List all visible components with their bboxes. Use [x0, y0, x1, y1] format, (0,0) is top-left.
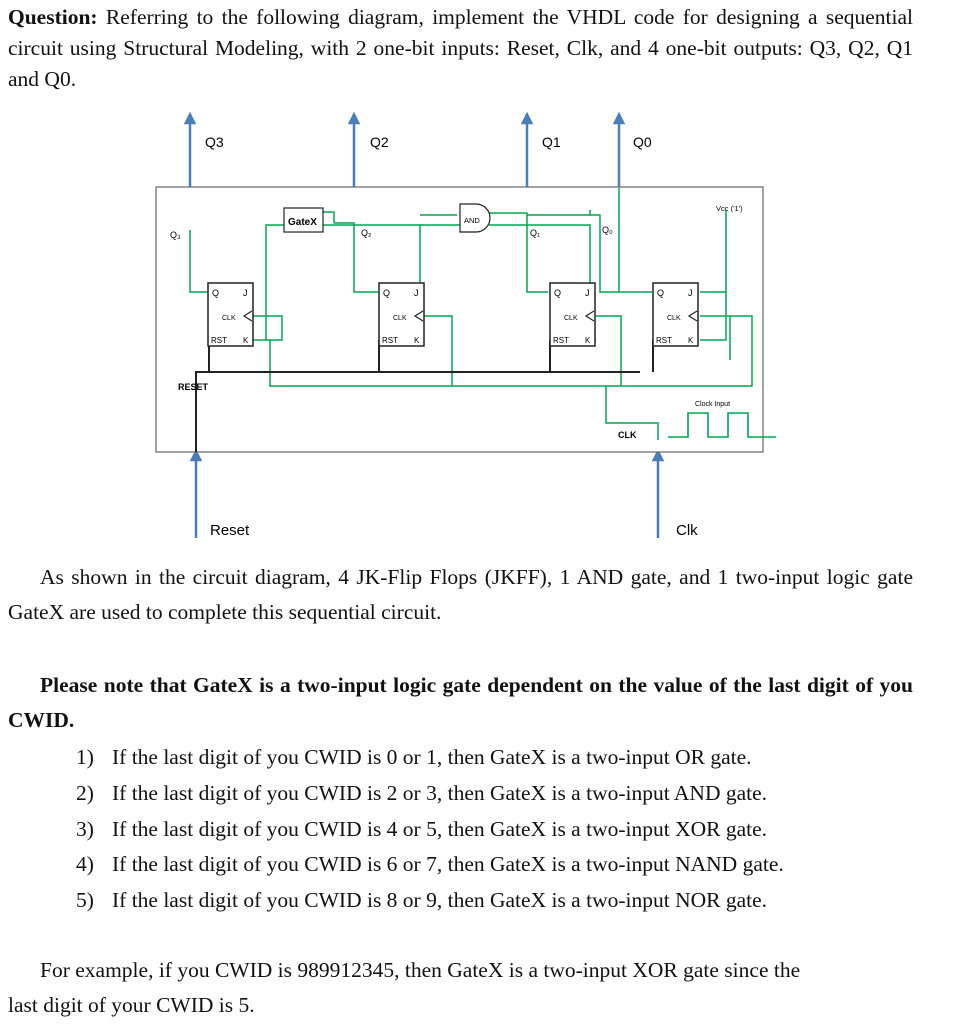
- svg-text:AND: AND: [464, 216, 480, 225]
- output-label-q3: Q3: [205, 134, 224, 150]
- vcc-label: Vcc ('1'): [716, 204, 743, 213]
- inner-label-q0: Q₀: [602, 225, 613, 235]
- output-arrows: [183, 111, 665, 538]
- circuit-diagram: Q3 Q2 Q1 Q0 Reset Clk: [155, 111, 776, 539]
- svg-text:K: K: [585, 336, 591, 345]
- jk-flipflop-0: Q J CLK RST K: [652, 282, 699, 347]
- output-label-q2: Q2: [370, 134, 389, 150]
- list-item: 1)If the last digit of you CWID is 0 or …: [76, 745, 752, 769]
- input-label-clk: Clk: [676, 522, 698, 539]
- svg-text:CLK: CLK: [222, 315, 236, 322]
- inner-clk-label: CLK: [618, 430, 637, 440]
- svg-text:RST: RST: [211, 336, 227, 345]
- list-item: 3)If the last digit of you CWID is 4 or …: [76, 816, 768, 841]
- jk-flipflop-3: Q J CLK RST K: [207, 282, 254, 347]
- svg-text:J: J: [243, 288, 248, 298]
- note-paragraph: Please note that GateX is a two-input lo…: [8, 673, 913, 732]
- inner-label-q1: Q₁: [530, 228, 540, 238]
- and-gate: AND: [459, 203, 491, 233]
- svg-text:K: K: [688, 336, 694, 345]
- question-label: Question:: [8, 5, 98, 29]
- jk-flipflop-2: Q J CLK RST K: [378, 282, 425, 347]
- svg-text:CLK: CLK: [393, 315, 407, 322]
- svg-text:J: J: [688, 288, 693, 298]
- svg-text:Q: Q: [212, 288, 219, 298]
- svg-text:Q: Q: [657, 288, 664, 298]
- inner-label-q2: Q₂: [361, 228, 372, 238]
- svg-text:RST: RST: [656, 336, 672, 345]
- description-paragraph: As shown in the circuit diagram, 4 JK-Fl…: [8, 565, 913, 624]
- svg-text:CLK: CLK: [667, 315, 681, 322]
- inner-reset-label: RESET: [178, 382, 209, 392]
- svg-text:Q: Q: [554, 288, 561, 298]
- question-body: Referring to the following diagram, impl…: [8, 5, 914, 91]
- output-label-q1: Q1: [542, 134, 561, 150]
- clock-input-label: Clock Input: [695, 401, 730, 408]
- clock-waveform: [668, 412, 776, 438]
- svg-text:RST: RST: [382, 336, 398, 345]
- svg-text:K: K: [243, 336, 249, 345]
- svg-text:RST: RST: [553, 336, 569, 345]
- example-paragraph: For example, if you CWID is 989912345, t…: [8, 958, 801, 1017]
- gatex-box: GateX: [283, 207, 324, 233]
- output-label-q0: Q0: [633, 134, 652, 150]
- svg-text:J: J: [414, 288, 419, 298]
- jk-flipflop-1: Q J CLK RST K: [549, 282, 596, 347]
- svg-text:GateX: GateX: [288, 217, 317, 228]
- list-item: 5)If the last digit of you CWID is 8 or …: [76, 888, 768, 913]
- input-label-reset: Reset: [210, 522, 250, 539]
- svg-text:CLK: CLK: [564, 315, 578, 322]
- svg-text:J: J: [585, 288, 590, 298]
- list-item: 4)If the last digit of you CWID is 6 or …: [76, 852, 784, 877]
- rules-list: 1)If the last digit of you CWID is 0 or …: [76, 740, 784, 919]
- svg-text:Q: Q: [383, 288, 390, 298]
- question-text: Question: Referring to the following dia…: [8, 2, 913, 95]
- list-item: 2)If the last digit of you CWID is 2 or …: [76, 780, 768, 805]
- svg-text:K: K: [414, 336, 420, 345]
- inner-label-q3: Q₃: [170, 230, 181, 240]
